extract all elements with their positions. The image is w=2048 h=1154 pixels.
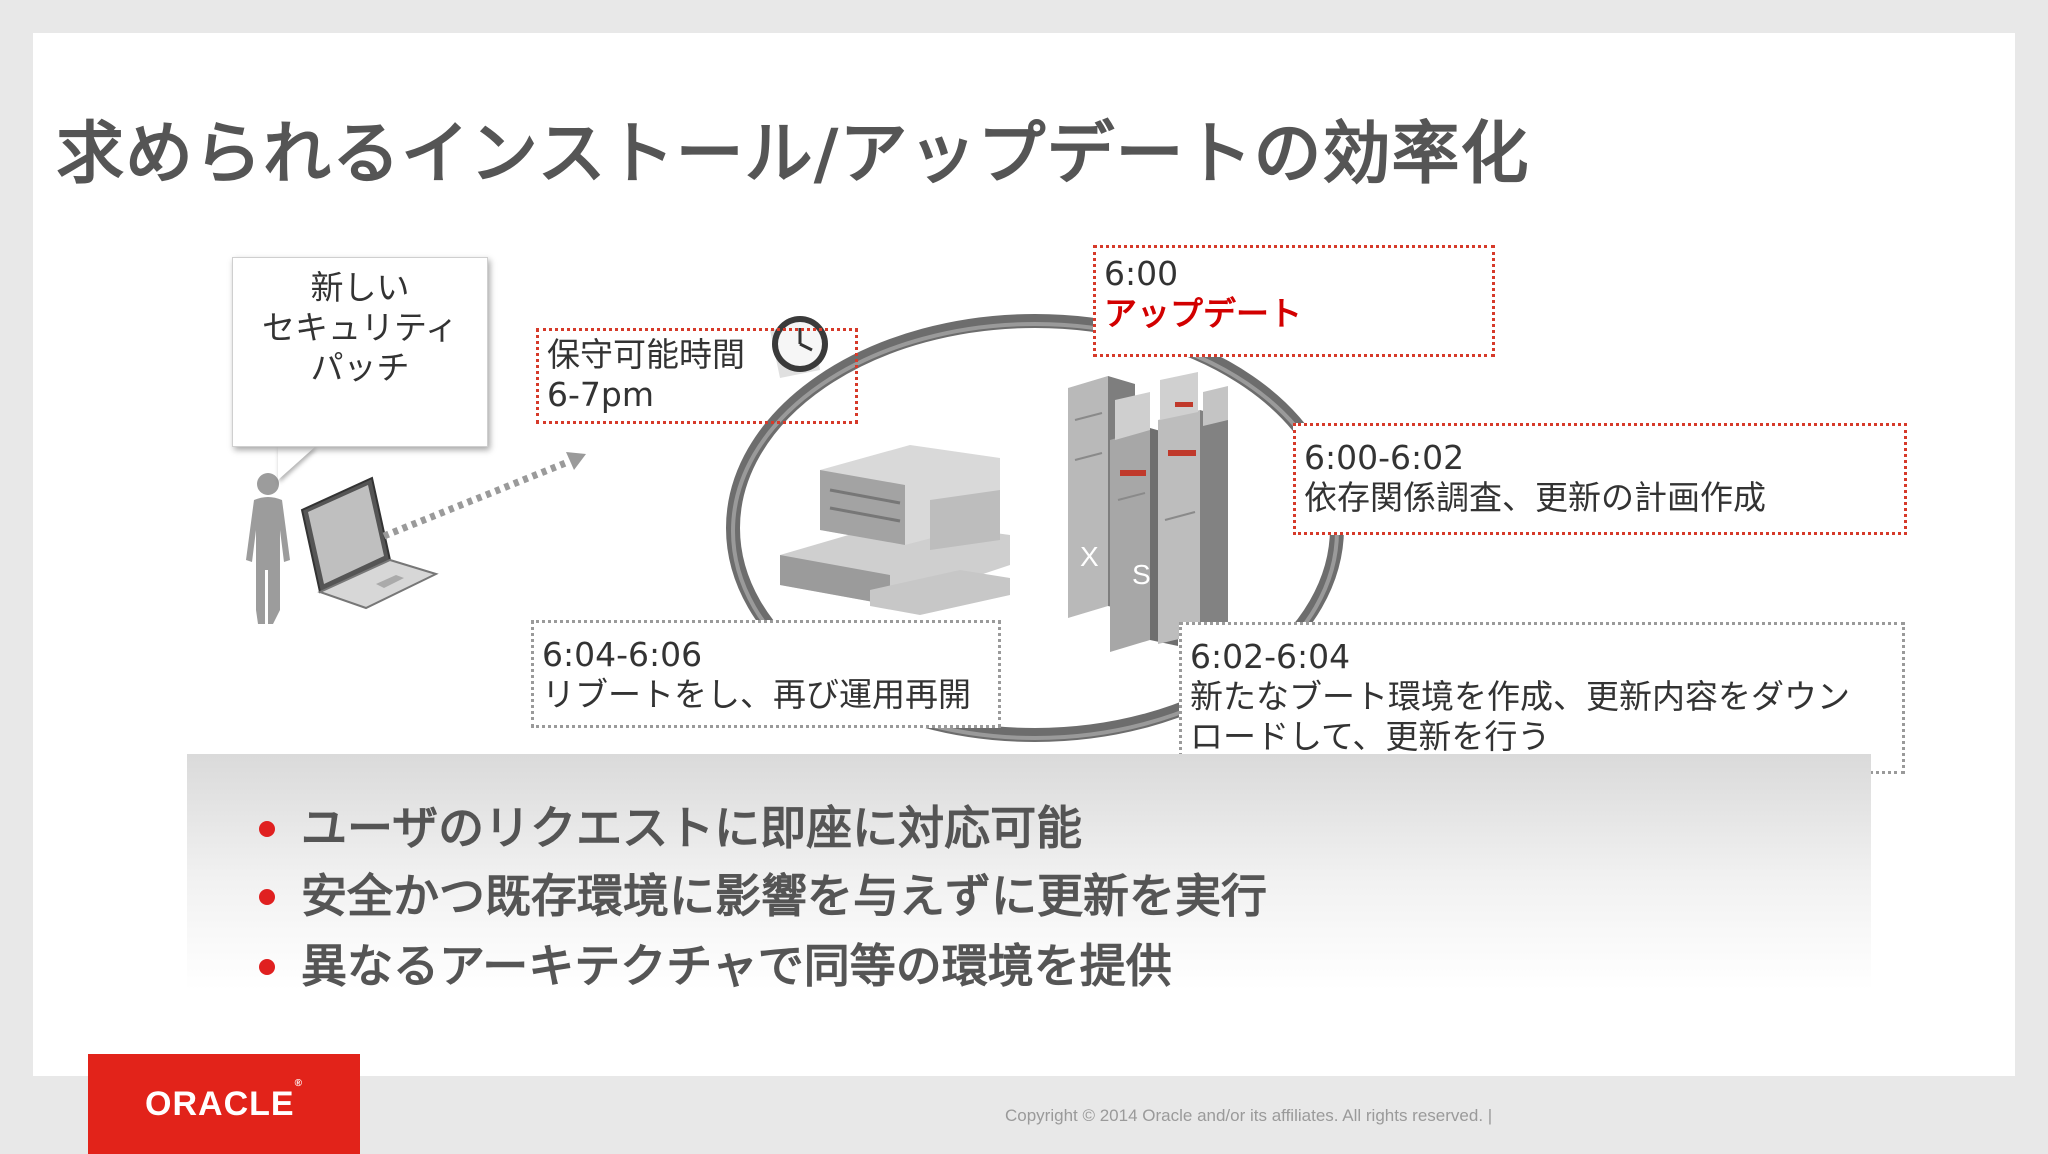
step-time: 6:00 [1104,254,1179,293]
step-box-600: 6:00 アップデート [1093,245,1495,357]
person-icon [246,473,290,624]
copyright-text: Copyright © 2014 Oracle and/or its affil… [1005,1106,1493,1125]
server-label: X [1080,541,1099,572]
maintenance-label: 保守可能時間 [547,335,745,374]
bullet-text: ユーザのリクエストに即座に対応可能 [301,801,1083,855]
bullet-dot-icon [259,820,275,837]
server-label: S [1132,559,1151,590]
step-label: アップデート [1104,294,1302,333]
step-time: 6:04-6:06 [542,635,703,674]
speech-line: 新しい [310,268,410,307]
oracle-logo: ORACLE® [88,1054,360,1154]
step-box-602-604: 6:02-6:04 新たなブート環境を作成、更新内容をダウン ロードして、更新を… [1179,622,1905,774]
bullet-item: 安全かつ既存環境に影響を与えずに更新を実行 [259,860,1267,926]
speech-line: パッチ [310,348,410,387]
server-rack-icon: X X S [1036,372,1228,652]
step-desc: ロードして、更新を行う [1190,717,1551,756]
laptop-icon [300,476,439,610]
step-time: 6:00-6:02 [1304,438,1465,477]
bullet-dot-icon [259,888,275,905]
step-desc: リブートをし、再び運用再開 [542,675,971,714]
step-desc: 依存関係調査、更新の計画作成 [1304,478,1766,517]
logo-text: ORACLE [145,1085,295,1123]
server-label: X [1036,521,1055,552]
logo-mark: ® [294,1078,303,1089]
step-box-604-606: 6:04-6:06 リブートをし、再び運用再開 [531,620,1001,728]
step-desc: 新たなブート環境を作成、更新内容をダウン [1190,677,1850,716]
bullet-text: 安全かつ既存環境に影響を与えずに更新を実行 [301,869,1267,923]
bullet-text: 異なるアーキテクチャで同等の環境を提供 [301,939,1172,993]
speech-line: セキュリティ [261,308,459,347]
maintenance-window-box: 保守可能時間 6-7pm [536,328,858,424]
speech-bubble-tail [278,446,316,480]
step-box-600-602: 6:00-6:02 依存関係調査、更新の計画作成 [1293,423,1907,535]
bullet-item: ユーザのリクエストに即座に対応可能 [259,792,1082,858]
dotted-arrow-icon [382,452,586,540]
bullet-item: 異なるアーキテクチャで同等の環境を提供 [259,930,1172,996]
server-blades-icon [780,445,1010,615]
bullet-dot-icon [259,958,275,975]
step-time: 6:02-6:04 [1190,637,1351,676]
slide-title: 求められるインストール/アップデートの効率化 [56,115,1530,194]
speech-bubble: 新しい セキュリティ パッチ [232,257,488,447]
bullet-panel: ユーザのリクエストに即座に対応可能 安全かつ既存環境に影響を与えずに更新を実行 … [187,754,1871,993]
maintenance-time: 6-7pm [547,375,654,414]
